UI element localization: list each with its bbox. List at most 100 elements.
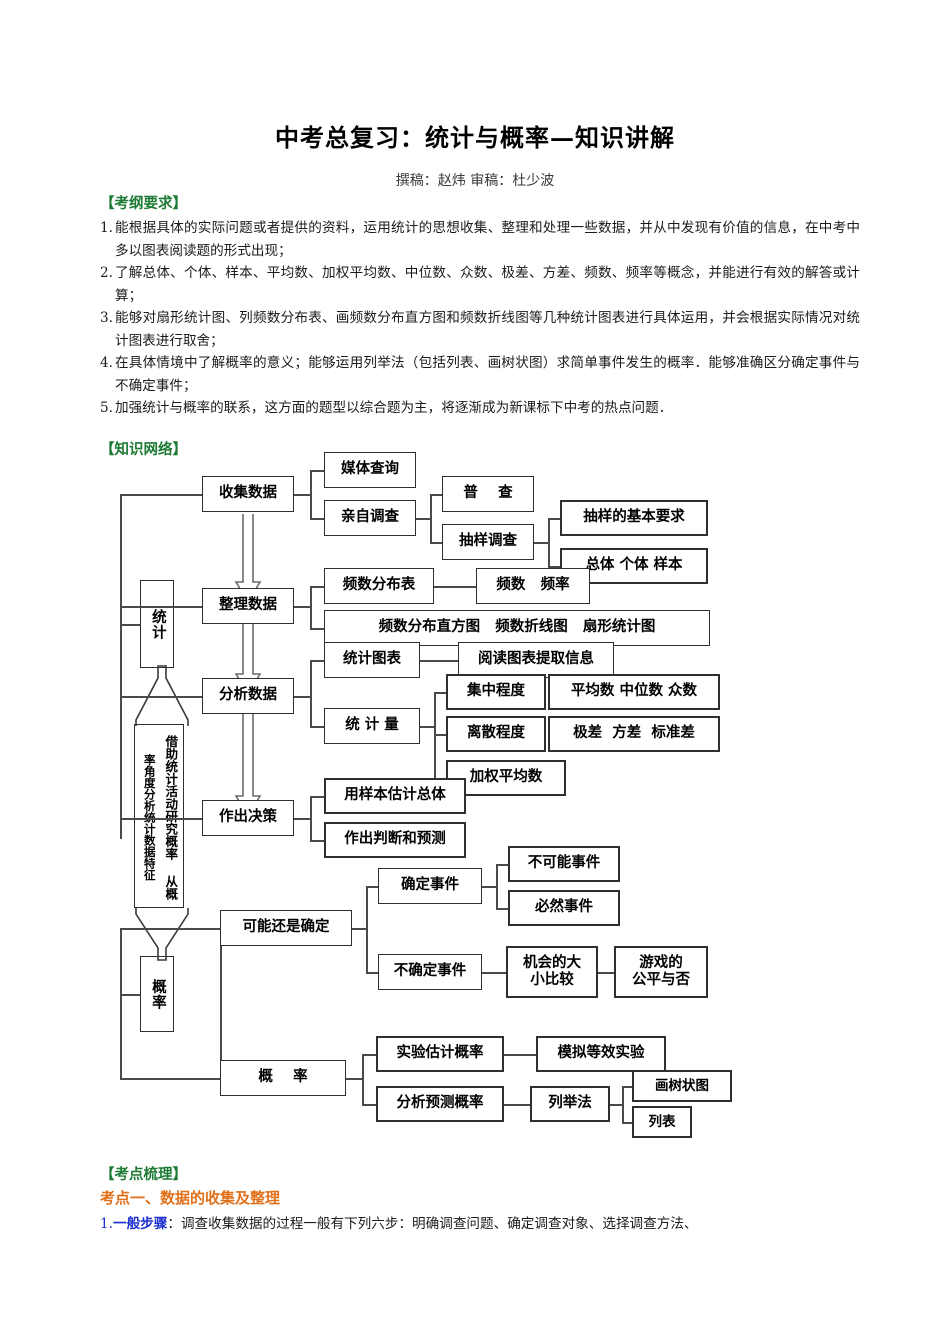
review-step-line: 1.一般步骤：调查收集数据的过程一般有下列六步：明确调查问题、确定调查对象、选择… bbox=[100, 1213, 880, 1236]
review-step-label: 一般步骤 bbox=[112, 1216, 168, 1232]
list-item-text: 能够对扇形统计图、列频数分布表、画频数分布直方图和频数折线图等几种统计图表进行具… bbox=[114, 310, 860, 349]
review-step-text: 调查收集数据的过程一般有下列六步：明确调查问题、确定调查对象、选择调查方法、 bbox=[180, 1216, 698, 1232]
link-freq-table bbox=[310, 586, 324, 588]
bracket-organize bbox=[310, 586, 312, 628]
list-item-number: 4. bbox=[100, 355, 113, 371]
node-bridge-text: 率角度分析统计数据特征 借助统计活动研究概率 从概 bbox=[134, 724, 184, 908]
node-tree-diagram: 画树状图 bbox=[632, 1070, 732, 1102]
node-chance-comparison: 机会的大 小比较 bbox=[506, 946, 598, 998]
node-sampling-requirements: 抽样的基本要求 bbox=[560, 500, 708, 536]
review-section: 【考点梳理】 考点一、数据的收集及整理 1.一般步骤：调查收集数据的过程一般有下… bbox=[100, 1163, 880, 1236]
bracket-enum bbox=[622, 1086, 624, 1122]
prob-bus bbox=[220, 928, 222, 1078]
link-exp-to-sim bbox=[504, 1054, 536, 1056]
node-analyze-data: 分析数据 bbox=[202, 678, 294, 714]
byline: 撰稿：赵炜 审稿：杜少波 bbox=[395, 173, 555, 189]
node-dispersion-values: 极差 方差 标准差 bbox=[548, 716, 720, 752]
link-chance-to-fair bbox=[598, 972, 614, 974]
outline-heading: 【考纲要求】 bbox=[100, 195, 187, 212]
node-organize-data: 整理数据 bbox=[202, 588, 294, 624]
review-step-colon: ： bbox=[167, 1216, 181, 1232]
connector-organize bbox=[120, 606, 202, 608]
link-decide-out bbox=[294, 818, 310, 820]
review-point-title: 考点一、数据的收集及整理 bbox=[100, 1189, 281, 1207]
node-frequency-rate: 频数 频率 bbox=[476, 568, 590, 604]
network-heading: 【知识网络】 bbox=[100, 441, 187, 458]
connector-prob bbox=[120, 1078, 220, 1080]
link-uncertain-out bbox=[482, 972, 506, 974]
bracket-survey bbox=[430, 494, 432, 542]
knowledge-network-diagram: 统计 率角度分析统计数据特征 借助统计活动研究概率 从概 概率 收集数据 媒体查… bbox=[120, 452, 840, 1158]
node-media-query: 媒体查询 bbox=[324, 452, 416, 488]
node-read-charts: 阅读图表提取信息 bbox=[458, 642, 614, 678]
node-central-tendency: 集中程度 bbox=[446, 674, 546, 710]
link-predict-to-enum bbox=[504, 1104, 530, 1106]
node-statistical-charts: 统计图表 bbox=[324, 642, 420, 678]
link-estimate-pop bbox=[310, 796, 324, 798]
list-item-number: 1. bbox=[100, 220, 113, 236]
node-collect-data: 收集数据 bbox=[202, 476, 294, 512]
bracket-decide bbox=[310, 796, 312, 840]
link-sampling bbox=[430, 542, 442, 544]
node-inevitable-event: 必然事件 bbox=[508, 890, 620, 926]
bracket-prob bbox=[362, 1054, 364, 1104]
node-charts-row: 频数分布直方图 频数折线图 扇形统计图 bbox=[324, 610, 710, 646]
link-measures-out bbox=[420, 726, 434, 728]
bracket-collect bbox=[310, 470, 312, 518]
spine-statistics bbox=[120, 494, 122, 839]
link-stat-measures bbox=[310, 726, 324, 728]
link-population bbox=[548, 566, 560, 568]
bracket-sure bbox=[496, 864, 498, 908]
list-item-text: 能根据具体的实际问题或者提供的资料，运用统计的思想收集、整理和处理一些数据，并从… bbox=[114, 220, 860, 259]
node-self-survey: 亲自调查 bbox=[324, 500, 416, 536]
link-charts-to-read bbox=[420, 660, 458, 662]
link-sure-out bbox=[482, 886, 496, 888]
list-item: 3. 能够对扇形统计图、列频数分布表、画频数分布直方图和频数折线图等几种统计图表… bbox=[100, 307, 860, 352]
list-item-number: 5. bbox=[100, 400, 113, 416]
list-item: 4. 在具体情境中了解概率的意义；能够运用列举法（包括列表、画树状图）求简单事件… bbox=[100, 352, 860, 397]
link-collect-out bbox=[294, 494, 310, 496]
link-central bbox=[434, 692, 446, 694]
link-census bbox=[430, 494, 442, 496]
node-judge-predict: 作出判断和预测 bbox=[324, 822, 466, 858]
bridge-text-left: 率角度分析统计数据特征 bbox=[139, 728, 160, 906]
node-analyze-predict-probability: 分析预测概率 bbox=[376, 1086, 504, 1122]
node-game-fairness: 游戏的 公平与否 bbox=[614, 946, 708, 998]
connector-decide bbox=[120, 818, 202, 820]
review-step-number: 1. bbox=[100, 1216, 113, 1232]
link-enum-out bbox=[610, 1104, 622, 1106]
link-analyze-out bbox=[294, 696, 310, 698]
spine-to-stat-root bbox=[120, 624, 140, 626]
link-prob-out bbox=[346, 1078, 362, 1080]
node-probability: 概 率 bbox=[220, 1060, 346, 1096]
link-tree bbox=[622, 1086, 632, 1088]
bridge-text-right: 借助统计活动研究概率 从概 bbox=[160, 728, 181, 906]
link-certain bbox=[496, 908, 508, 910]
node-dispersion: 离散程度 bbox=[446, 716, 546, 752]
connector-maybe bbox=[120, 928, 220, 930]
list-item: 5. 加强统计与概率的联系，这方面的题型以综合题为主，将逐渐成为新课标下中考的热… bbox=[100, 397, 860, 420]
bracket-maybe bbox=[366, 886, 368, 972]
link-self-out bbox=[416, 518, 430, 520]
node-experimental-estimate: 实验估计概率 bbox=[376, 1036, 504, 1072]
bracket-analyze bbox=[310, 660, 312, 726]
node-estimate-population: 用样本估计总体 bbox=[324, 778, 466, 814]
link-dispersion bbox=[434, 734, 446, 736]
node-central-values: 平均数 中位数 众数 bbox=[548, 674, 720, 710]
node-statistical-measures: 统 计 量 bbox=[324, 708, 420, 744]
list-item-number: 3. bbox=[100, 310, 113, 326]
page-title: 中考总复习：统计与概率—知识讲解 bbox=[275, 123, 675, 152]
list-item-text: 了解总体、个体、样本、平均数、加权平均数、中位数、众数、极差、方差、频数、频率等… bbox=[114, 265, 860, 304]
outline-section: 【考纲要求】 1. 能根据具体的实际问题或者提供的资料，运用统计的思想收集、整理… bbox=[100, 192, 860, 420]
node-maybe-or-certain: 可能还是确定 bbox=[220, 910, 352, 946]
link-maybe-out bbox=[352, 928, 366, 930]
spine-probability bbox=[120, 928, 122, 1078]
link-charts-row bbox=[310, 628, 324, 630]
link-sampling-req bbox=[548, 518, 560, 520]
link-list bbox=[622, 1122, 632, 1124]
node-frequency-table: 频数分布表 bbox=[324, 568, 434, 604]
link-sure-event bbox=[366, 886, 378, 888]
link-analyze-predict bbox=[362, 1104, 376, 1106]
link-judge-predict bbox=[310, 840, 324, 842]
